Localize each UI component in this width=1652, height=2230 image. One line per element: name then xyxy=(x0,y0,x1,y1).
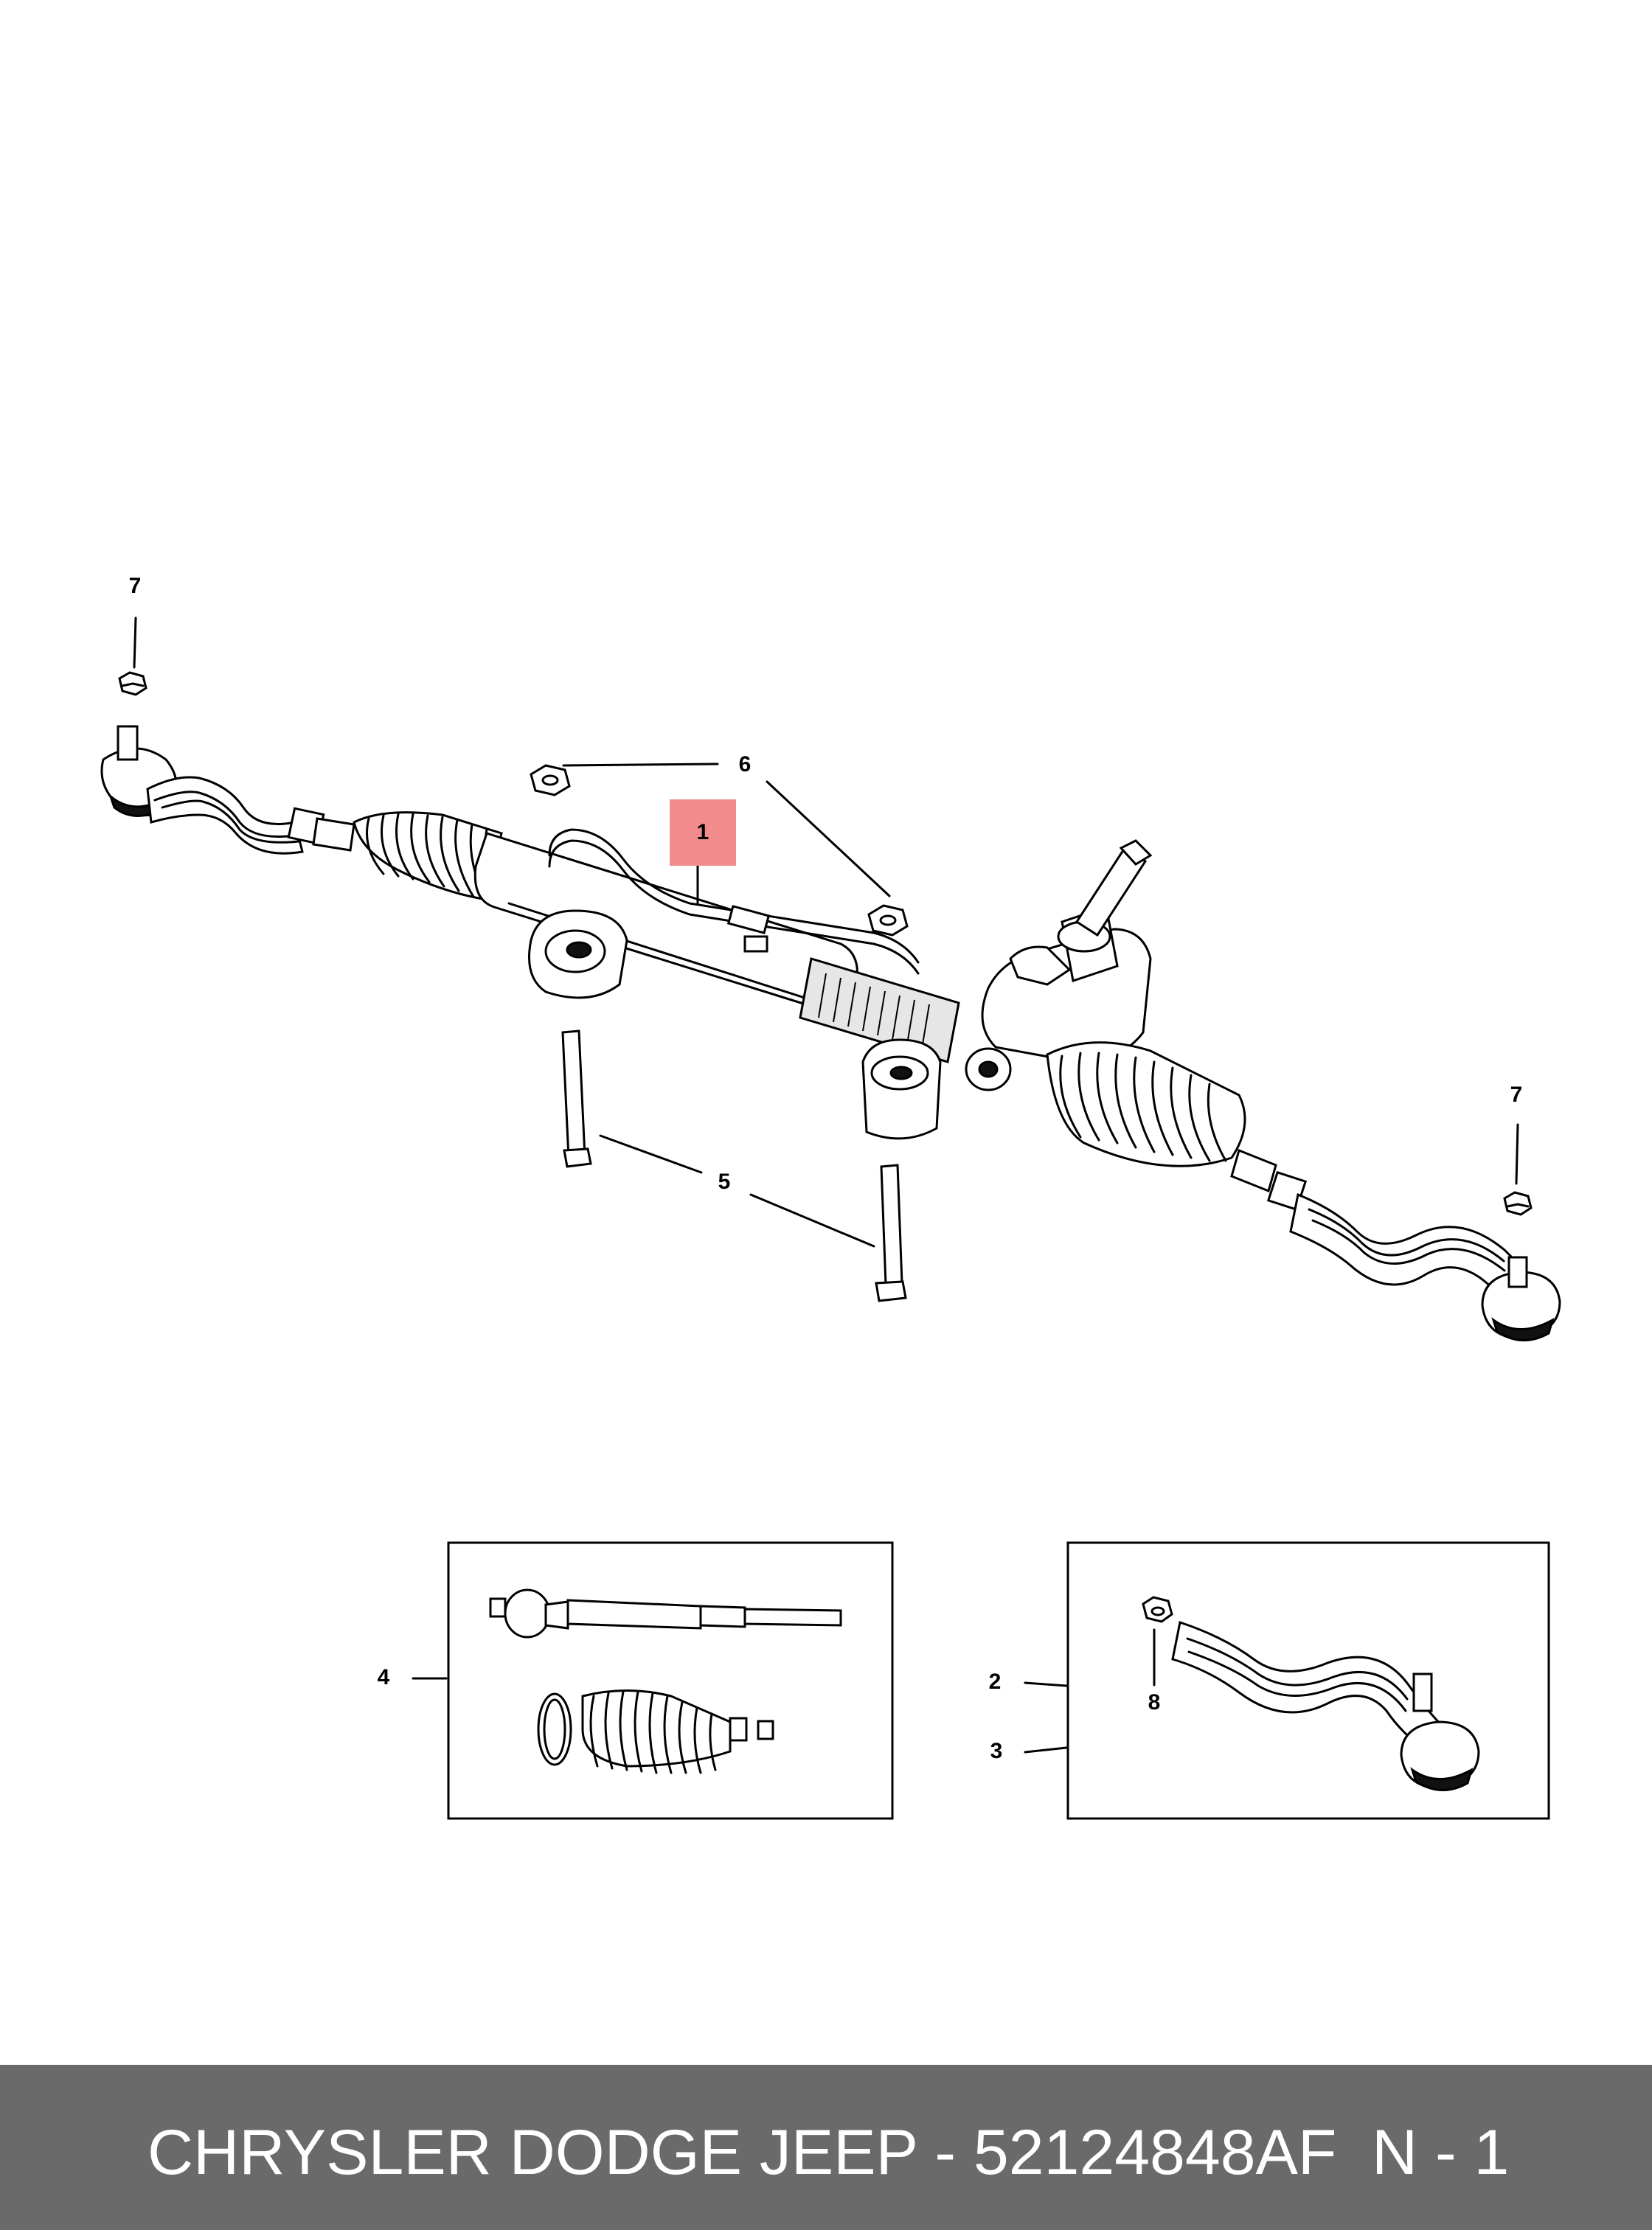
callout-7-left: 7 xyxy=(129,574,142,598)
left-tie-rod-nut xyxy=(118,671,148,696)
callout-7-right: 7 xyxy=(1510,1083,1523,1107)
left-tie-rod-end xyxy=(100,725,355,855)
callout-3: 3 xyxy=(990,1739,1003,1763)
right-tie-rod-nut xyxy=(1503,1191,1533,1216)
callout-2: 2 xyxy=(989,1670,1002,1694)
mounting-nut-lower xyxy=(867,904,909,937)
callout-4: 4 xyxy=(378,1665,390,1689)
pinion-valve-housing xyxy=(965,839,1153,1091)
callout-6: 6 xyxy=(739,752,752,777)
leader-lines xyxy=(133,616,1519,1754)
mounting-nut-upper xyxy=(530,764,571,796)
footer-page-label: N - 1 xyxy=(1372,2117,1510,2188)
rack-housing xyxy=(473,832,960,1140)
inset-inner-tie-rod-kit xyxy=(447,1541,894,1820)
callout-8: 8 xyxy=(1148,1690,1161,1715)
mounting-bolt-right xyxy=(875,1164,907,1302)
footer-title: CHRYSLER DODGE JEEP - 52124848AF xyxy=(148,2117,1337,2188)
callout-5: 5 xyxy=(718,1170,731,1194)
right-tie-rod-end xyxy=(1230,1148,1561,1341)
mounting-bolt-left xyxy=(561,1029,592,1168)
footer-bar: CHRYSLER DODGE JEEP - 52124848AF N - 1 xyxy=(0,2065,1652,2230)
steering-gear-diagram: 1 6 7 7 5 4 2 3 8 xyxy=(100,574,1561,1820)
inset-outer-tie-rod-end xyxy=(1066,1541,1550,1820)
right-bellows-boot xyxy=(1046,1041,1246,1167)
hydraulic-lines xyxy=(548,828,920,975)
callout-1-highlight xyxy=(670,799,736,866)
callout-1: 1 xyxy=(697,820,709,844)
callout-labels: 1 6 7 7 5 4 2 3 8 xyxy=(129,574,1523,1763)
